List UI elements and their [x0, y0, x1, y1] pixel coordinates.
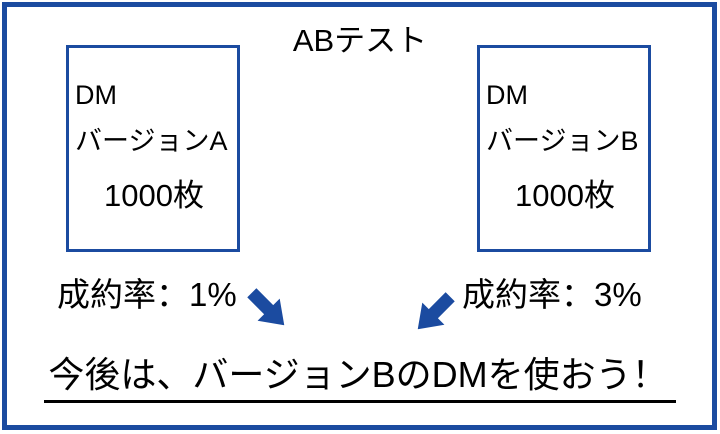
version-a-count: 1000枚: [104, 177, 204, 213]
dm-label: DM: [486, 80, 528, 110]
diagram-title: ABテスト: [292, 23, 428, 58]
dm-version-b-box: DM バージョンB 1000枚: [477, 45, 651, 252]
conclusion-row: 今後は、バージョンBのDMを使おう！: [0, 352, 720, 403]
version-a-label: バージョンA: [75, 126, 228, 157]
dm-version-a-box: DM バージョンA 1000枚: [66, 45, 240, 252]
conversion-rate-b: 成約率：3%: [462, 276, 642, 313]
dm-label: DM: [75, 80, 117, 110]
conversion-rate-a: 成約率：1%: [57, 276, 237, 313]
version-b-count: 1000枚: [515, 177, 615, 213]
version-b-label: バージョンB: [486, 126, 639, 157]
conclusion-text: 今後は、バージョンBのDMを使おう！: [44, 352, 676, 403]
arrow-down-right-icon: [235, 276, 300, 341]
arrow-down-left-icon: [401, 280, 466, 345]
